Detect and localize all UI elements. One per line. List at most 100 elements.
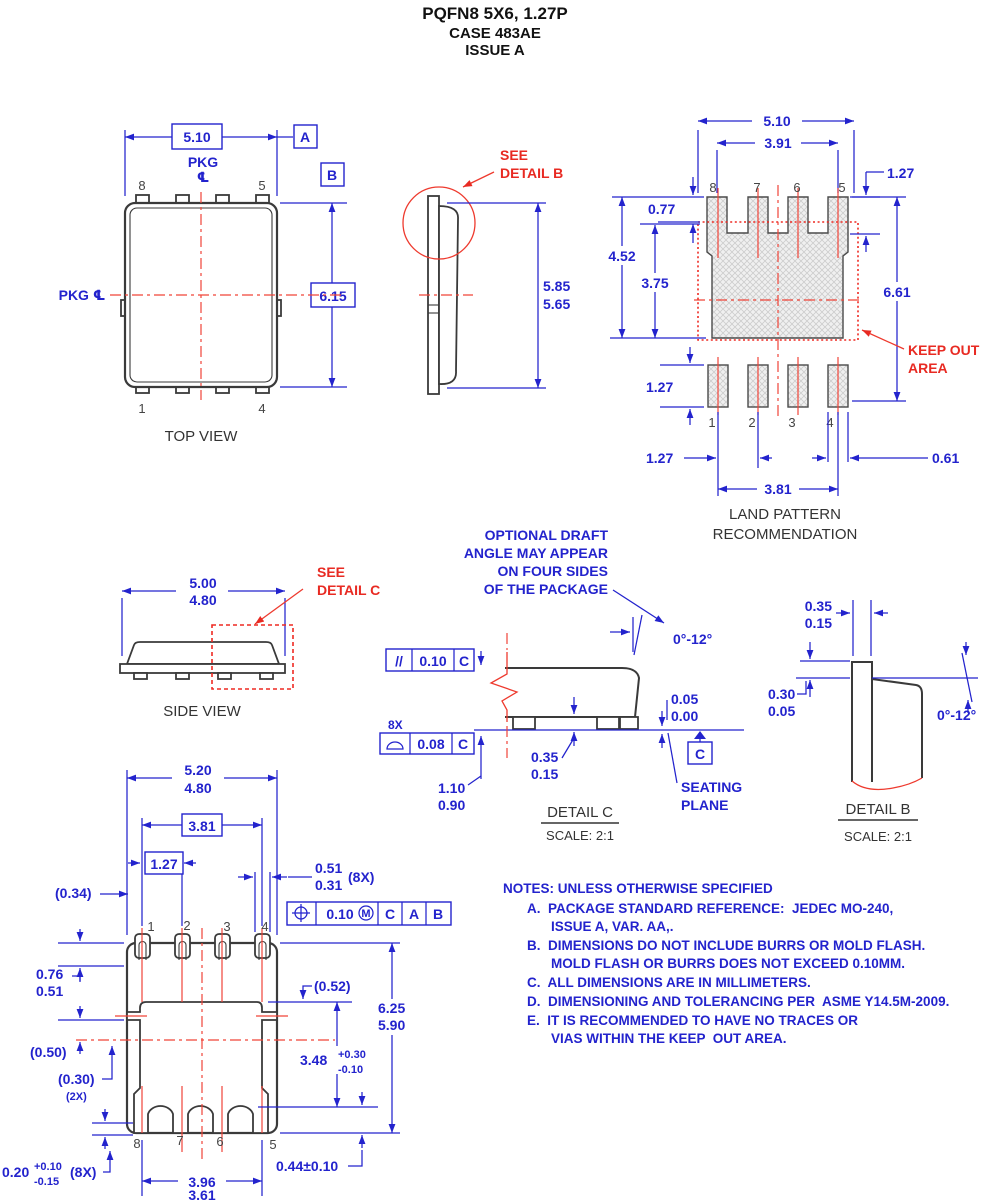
dim-bottom-width-min: 4.80	[184, 780, 211, 796]
land-pin-7: 7	[753, 180, 760, 195]
pkg-centerline-top-label: PKG	[188, 154, 218, 170]
seating-plane-label2: PLANE	[681, 797, 728, 813]
detail-b-draft-angle: 0°-12°	[937, 707, 976, 723]
note-e2: VIAS WITHIN THE KEEP OUT AREA.	[551, 1031, 787, 1046]
detail-c-scale: SCALE: 2:1	[546, 828, 614, 843]
datum-c-triangle	[694, 731, 706, 739]
land-pin-8: 8	[709, 180, 716, 195]
dim-pin-width-max: 0.51	[315, 860, 342, 876]
dim-pin-width-qty: (8X)	[348, 869, 374, 885]
land-pin-5: 5	[838, 180, 845, 195]
datum-a-label: A	[300, 129, 310, 145]
dim-044: 0.44±0.10	[276, 1158, 338, 1174]
ref-030-qty: (2X)	[66, 1091, 87, 1103]
position-symbol	[292, 904, 310, 922]
top-view-label: TOP VIEW	[165, 428, 239, 445]
detail-c-callout-box	[211, 624, 294, 690]
land-pin-3: 3	[788, 415, 795, 430]
dim-top-height: 6.15	[319, 288, 346, 304]
parallelism-datum: C	[459, 653, 469, 669]
land-pin-4: 4	[826, 415, 833, 430]
dim-lead-thk-min: 0.15	[531, 766, 558, 782]
ref-052: (0.52)	[314, 978, 351, 994]
dim-020-qty: (8X)	[70, 1164, 96, 1180]
keep-out-label2: AREA	[908, 360, 948, 376]
land-pattern-view: 5.10 3.91 8 7 6 5 1 2 3 4 1.27 0.77 4.52…	[604, 110, 980, 543]
datum-c-label: C	[695, 746, 705, 762]
dim-land-width: 5.10	[763, 113, 790, 129]
parallelism-fcf	[385, 648, 475, 672]
dim-top-width: 5.10	[183, 129, 210, 145]
see-detail-b-line1: SEE	[500, 147, 528, 163]
dim-lead-w-min: 0.15	[805, 615, 832, 631]
dim-land-pad-length-b: 1.27	[646, 379, 673, 395]
position-datum-3: B	[433, 906, 443, 922]
draft-note-line2: ANGLE MAY APPEAR	[464, 545, 608, 561]
bottom-view: 1 2 3 4 8 7 6 5 5.20 4.80 3.81 1.27 (0.3…	[2, 762, 452, 1200]
draft-note-line1: OPTIONAL DRAFT	[485, 527, 609, 543]
see-detail-c-line2: DETAIL C	[317, 582, 380, 598]
dim-standoff-max: 0.05	[671, 691, 698, 707]
datum-b-label: B	[327, 167, 337, 183]
centerline-symbol: ℄	[197, 169, 210, 185]
dim-bottom-span: 3.81	[188, 818, 215, 834]
dim-land-375: 3.75	[641, 275, 668, 291]
dim-bottom-height-max: 6.25	[378, 1000, 405, 1016]
dim-land-077: 0.77	[648, 201, 675, 217]
dim-land-inner: 3.91	[764, 135, 791, 151]
dim-height-max: 1.10	[438, 780, 465, 796]
dim-side-width-min: 4.80	[189, 592, 216, 608]
dim-bottom-height-min: 5.90	[378, 1017, 405, 1033]
dim-020: 0.20	[2, 1164, 29, 1180]
see-detail-b-line2: DETAIL B	[500, 165, 563, 181]
seating-plane-label1: SEATING	[681, 779, 742, 795]
dim-step-min: 0.05	[768, 703, 795, 719]
dim-profile-height-max: 5.85	[543, 278, 570, 294]
ref-030: (0.30)	[58, 1071, 95, 1087]
profile-of-surface-symbol	[386, 741, 404, 750]
dim-standoff-min: 0.00	[671, 708, 698, 724]
bottom-pin-8: 8	[133, 1136, 140, 1151]
position-datum-1: C	[385, 906, 395, 922]
position-tolerance: 0.10	[326, 906, 353, 922]
note-c: C. ALL DIMENSIONS ARE IN MILLIMETERS.	[527, 975, 811, 990]
note-d: D. DIMENSIONING AND TOLERANCING PER ASME…	[527, 994, 949, 1009]
dim-bottom-361: 3.61	[188, 1187, 215, 1200]
dim-height-min: 0.90	[438, 797, 465, 813]
note-b2: MOLD FLASH OR BURRS DOES NOT EXCEED 0.10…	[551, 956, 905, 971]
land-pin-2: 2	[748, 415, 755, 430]
dim-020-plus: +0.10	[34, 1161, 62, 1173]
bottom-pin-5: 5	[269, 1137, 276, 1152]
dim-land-pad-length-tr: 1.27	[887, 165, 914, 181]
draft-note-line4: OF THE PACKAGE	[484, 581, 608, 597]
dim-side-width-max: 5.00	[189, 575, 216, 591]
side-profile-view: SEE DETAIL B 5.85 5.65	[402, 147, 570, 395]
land-pattern-label1: LAND PATTERN	[729, 506, 841, 523]
notes-block: NOTES: UNLESS OTHERWISE SPECIFIED A. PAC…	[503, 881, 949, 1046]
dim-lead-thk-max: 0.35	[531, 749, 558, 765]
dim-bottom-396: 3.96	[188, 1174, 215, 1190]
side-view-label: SIDE VIEW	[163, 703, 241, 720]
dim-profile-height-min: 5.65	[543, 296, 570, 312]
dim-land-span: 3.81	[764, 481, 791, 497]
dim-pad-tol-minus: -0.10	[338, 1064, 363, 1076]
profile-datum: C	[458, 736, 468, 752]
dim-lead-w-max: 0.35	[805, 598, 832, 614]
break-line	[489, 652, 519, 722]
detail-c-label: DETAIL C	[547, 804, 613, 821]
detail-b-label: DETAIL B	[845, 801, 910, 818]
dim-step-max: 0.30	[768, 686, 795, 702]
mmc-modifier: M	[361, 908, 370, 920]
bottom-pin-6: 6	[216, 1134, 223, 1149]
drawing-title: PQFN8 5X6, 1.27P	[422, 4, 568, 23]
note-a2: ISSUE A, VAR. AA,.	[551, 919, 674, 934]
dim-land-452: 4.52	[608, 248, 635, 264]
detail-b-callout-circle	[402, 186, 476, 260]
parallelism-symbol: //	[395, 653, 403, 669]
dim-edge-max: 0.76	[36, 966, 63, 982]
top-view: 5.10 A B 6.15 PKG ℄ PKG ℄ 8 5 1 4 TOP VI…	[59, 123, 356, 445]
land-pin-6: 6	[793, 180, 800, 195]
detail-b-view: 0°-12° 0.35 0.15 0.30 0.05 DETAIL B SCAL…	[768, 598, 978, 844]
detail-c-view: OPTIONAL DRAFT ANGLE MAY APPEAR ON FOUR …	[379, 527, 744, 843]
